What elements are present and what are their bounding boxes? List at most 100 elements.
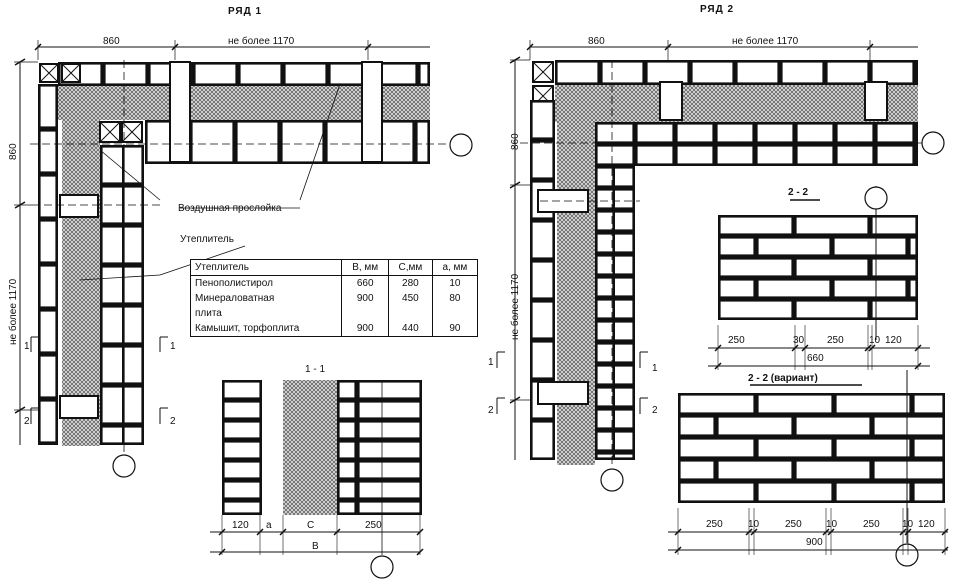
brick [38,309,58,354]
table-row: плита [191,306,478,321]
brick [912,437,945,459]
brick [122,305,144,345]
dimension-line [532,61,554,83]
title-row-1: РЯД 1 [228,6,262,17]
brick [337,480,357,500]
s22v-dim-total: 900 [806,537,823,548]
dimension-line [79,274,161,281]
r1-mark-2-right: 2 [170,416,176,427]
tie-brick [361,61,383,163]
s22-dim-total: 660 [807,353,824,364]
s11-dim-a: a [266,520,272,531]
brick [755,144,795,166]
header-b: B, мм [341,259,389,276]
s22v-dim-1: 10 [748,519,760,530]
brick [122,385,144,425]
brick [595,166,615,188]
insulation [557,85,595,465]
brick [678,393,756,415]
brick [908,236,918,257]
r2-mark-1-right: 1 [652,363,658,374]
brick [794,415,872,437]
s22v-dim-0: 250 [706,519,723,530]
brick [835,122,875,144]
brick [595,144,635,166]
brick [834,393,912,415]
cell: 900 [341,291,389,306]
dimension-line [99,149,161,201]
brick [912,481,945,503]
r2-dim-top-860: 860 [588,36,605,47]
dimension-line [299,83,341,201]
brick [595,408,615,430]
brick [795,122,835,144]
brick [222,380,262,400]
r2-dim-left-1170: не более 1170 [509,273,521,340]
cell [388,306,433,321]
r2-mark-1-left: 1 [488,357,494,368]
brick [595,320,615,342]
brick [337,400,357,420]
brick [595,364,615,386]
brick [595,254,615,276]
r1-mark-1-left: 1 [24,341,30,352]
brick [283,62,328,86]
brick [756,481,834,503]
brick [716,459,794,481]
brick [122,265,144,305]
brick [530,140,555,180]
brick [755,122,795,144]
brick [222,440,262,460]
brick [595,430,615,452]
brick [834,481,912,503]
brick [718,236,756,257]
tie-brick [537,381,589,405]
brick [357,440,422,460]
r1-dim-left-860: 860 [8,143,19,160]
brick [337,440,357,460]
s22-dim-3: 10 [869,335,881,346]
dimension-line [39,63,59,83]
s11-dim-b: B [312,541,319,552]
brick [595,276,615,298]
r1-dim-top-860: 860 [103,36,120,47]
brick [357,480,422,500]
section-2-2-title: 2 - 2 [788,187,808,198]
brick [122,425,144,445]
insulation [283,380,337,515]
brick [678,481,756,503]
axis-marker-circle [370,555,394,579]
brick [675,122,715,144]
brick [530,420,555,460]
brick [678,415,716,437]
header-a: a, мм [431,259,478,276]
brick [908,278,918,299]
brick [530,340,555,380]
tie-brick [59,395,99,419]
dimension-line [121,121,143,143]
brick [795,144,835,166]
brick [38,354,58,399]
brick [415,120,430,164]
brick [678,437,756,459]
brick [357,380,422,400]
insulation [62,86,100,446]
dimension-line [674,546,682,554]
brick [530,300,555,340]
cell: Пенополистирол [195,278,273,289]
brick [875,122,915,144]
brick [418,62,430,86]
brick [756,278,832,299]
insulation-table: Утеплитель B, мм C,мм a, мм Пенополистир… [190,259,478,337]
brick [716,415,794,437]
cell: 660 [341,275,389,291]
brick [222,480,262,500]
r1-dim-left-1170: не более 1170 [7,278,19,345]
brick [357,500,422,515]
brick [103,62,148,86]
axis-marker-circle [600,468,624,492]
brick [780,60,825,85]
